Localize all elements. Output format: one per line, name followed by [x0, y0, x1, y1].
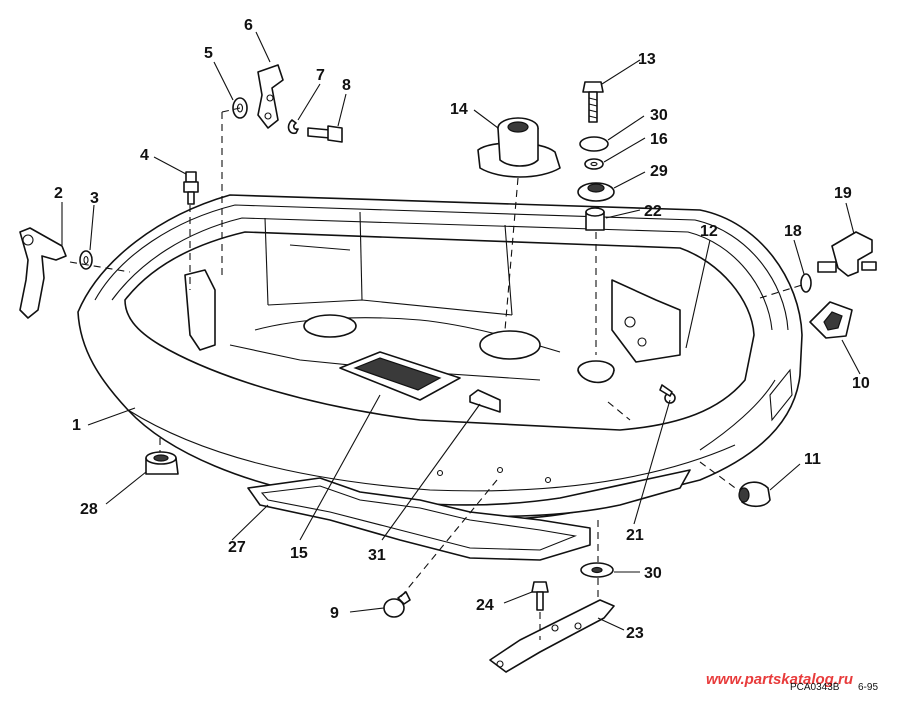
bolt-8 [307, 125, 343, 143]
callout-11: 11 [804, 451, 821, 468]
sleeve-22 [585, 207, 605, 231]
washer-3 [79, 250, 93, 270]
bracket-31 [469, 389, 501, 413]
callout-8: 8 [342, 77, 351, 94]
callout-30-bottom: 30 [644, 565, 662, 582]
callout-13: 13 [638, 51, 656, 68]
watermark-text: www.partskatalog.ru [706, 671, 853, 688]
callout-4: 4 [140, 147, 149, 164]
callout-27: 27 [228, 539, 246, 556]
leader-lines [61, 31, 861, 631]
drawing-date: 6-95 [858, 682, 878, 693]
grommet-14 [477, 117, 561, 178]
bolt-24 [531, 581, 549, 611]
clip-7 [287, 119, 299, 135]
grommet-28 [145, 451, 179, 475]
callout-18: 18 [784, 223, 802, 240]
callout-29: 29 [650, 163, 668, 180]
block-12 [611, 279, 681, 363]
tall-bracket [184, 269, 216, 351]
callout-22: 22 [644, 203, 662, 220]
washer-30-top [579, 136, 609, 152]
callout-3: 3 [90, 190, 99, 207]
bottom-seal-gasket [247, 477, 591, 561]
callout-labels: 1 2 3 4 5 6 7 8 9 10 11 12 13 14 15 16 1… [54, 17, 870, 642]
fitting-ring [577, 360, 615, 384]
callout-12: 12 [700, 223, 718, 240]
callout-6: 6 [244, 17, 253, 34]
grommet-ring-floor [303, 314, 357, 338]
callout-30-top: 30 [650, 107, 668, 124]
mount-bracket-23 [489, 599, 615, 673]
lower-motor-cover [77, 194, 803, 521]
callout-23: 23 [626, 625, 644, 642]
callout-2: 2 [54, 185, 63, 202]
plug-9 [383, 591, 411, 618]
callout-19: 19 [834, 185, 852, 202]
callout-28: 28 [80, 501, 98, 518]
fitting-4 [183, 171, 199, 205]
cover-plate-15 [339, 351, 461, 401]
callout-5: 5 [204, 45, 213, 62]
callout-24: 24 [476, 597, 494, 614]
hook-latch-6 [257, 64, 284, 129]
washer-16 [584, 158, 604, 170]
grommet-29 [577, 182, 615, 202]
callout-7: 7 [316, 67, 325, 84]
callout-9: 9 [330, 605, 339, 622]
bolt-13 [582, 81, 604, 123]
screw-21 [659, 384, 676, 404]
callout-14: 14 [450, 101, 468, 118]
fitting-19 [817, 231, 877, 277]
grommet-10 [809, 301, 853, 339]
callout-21: 21 [626, 527, 644, 544]
grommet-11 [738, 481, 771, 508]
lever-2 [19, 227, 67, 319]
callout-31: 31 [368, 547, 386, 564]
grommet-ring-center [479, 330, 541, 360]
callout-16: 16 [650, 131, 668, 148]
washer-18 [800, 273, 812, 293]
callout-1: 1 [72, 417, 81, 434]
callout-15: 15 [290, 545, 308, 562]
callout-10: 10 [852, 375, 870, 392]
drawing-code: PCA0343B [790, 682, 840, 693]
